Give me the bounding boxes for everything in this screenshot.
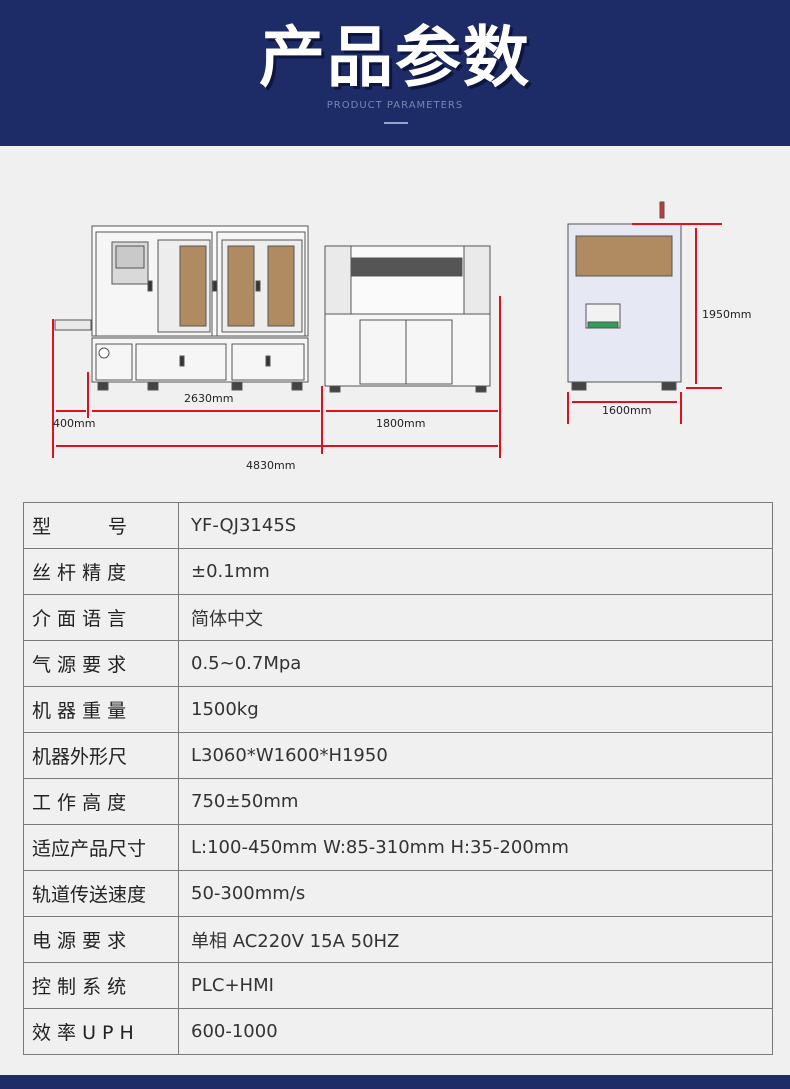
spec-value: ±0.1mm xyxy=(178,548,773,595)
table-row: 丝 杆 精 度±0.1mm xyxy=(23,548,773,595)
dimension-1800: 1800mm xyxy=(376,417,426,430)
spec-key: 工 作 高 度 xyxy=(23,778,179,825)
spec-value: 0.5~0.7Mpa xyxy=(178,640,773,687)
dimension-4830: 4830mm xyxy=(246,459,296,472)
spec-key: 型 号 xyxy=(23,502,179,549)
spec-key: 轨道传送速度 xyxy=(23,870,179,917)
spec-key: 机器外形尺 xyxy=(23,732,179,779)
spec-value: 1500kg xyxy=(178,686,773,733)
spec-value: 50-300mm/s xyxy=(178,870,773,917)
spec-value: 简体中文 xyxy=(178,594,773,641)
spec-key: 气 源 要 求 xyxy=(23,640,179,687)
page-header: 产品参数 PRODUCT PARAMETERS xyxy=(0,0,790,146)
spec-key: 丝 杆 精 度 xyxy=(23,548,179,595)
spec-value: 单相 AC220V 15A 50HZ xyxy=(178,916,773,963)
spec-key: 介 面 语 言 xyxy=(23,594,179,641)
dimension-1600: 1600mm xyxy=(602,404,652,417)
dimension-2630: 2630mm xyxy=(184,392,234,405)
machine-drawing-svg xyxy=(52,201,722,458)
spec-key: 控 制 系 统 xyxy=(23,962,179,1009)
spec-value: L:100-450mm W:85-310mm H:35-200mm xyxy=(178,824,773,871)
table-row: 介 面 语 言简体中文 xyxy=(23,594,773,641)
spec-key: 机 器 重 量 xyxy=(23,686,179,733)
page-subtitle: PRODUCT PARAMETERS xyxy=(326,100,464,111)
spec-key: 效 率 U P H xyxy=(23,1008,179,1055)
spec-value: 750±50mm xyxy=(178,778,773,825)
dimension-400: 400mm xyxy=(53,417,96,430)
dimension-lines xyxy=(52,223,722,458)
dimension-1950: 1950mm xyxy=(702,308,752,321)
spec-value: YF-QJ3145S xyxy=(178,502,773,549)
main-machine xyxy=(54,225,309,391)
spec-value: PLC+HMI xyxy=(178,962,773,1009)
table-row: 电 源 要 求单相 AC220V 15A 50HZ xyxy=(23,916,773,963)
spec-key: 适应产品尺寸 xyxy=(23,824,179,871)
spec-value: 600-1000 xyxy=(178,1008,773,1055)
page-footer-bar xyxy=(0,1075,790,1089)
side-view-machine xyxy=(567,201,682,391)
conveyor-machine xyxy=(324,245,491,393)
machine-drawing: 2630mm 400mm 1800mm 4830mm 1950mm 1600mm xyxy=(0,146,790,496)
title-underline xyxy=(384,122,408,124)
page-title: 产品参数 xyxy=(259,19,531,96)
spec-key: 电 源 要 求 xyxy=(23,916,179,963)
spec-value: L3060*W1600*H1950 xyxy=(178,732,773,779)
